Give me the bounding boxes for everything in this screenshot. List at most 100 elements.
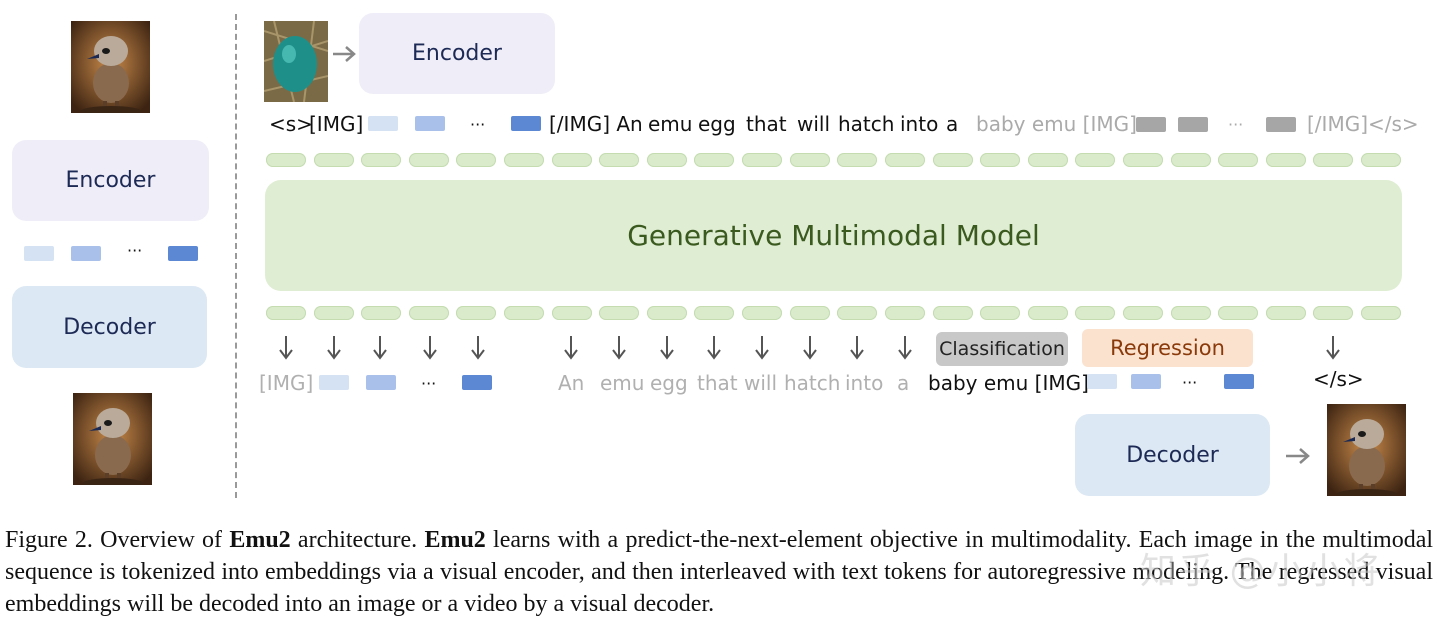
out-img: [IMG] [259,371,314,395]
output-pill-22 [1266,306,1306,320]
output-pill-8 [599,306,639,320]
token-will: will [797,112,831,136]
classification-label: Classification [939,338,1065,360]
input-pill-4 [409,153,449,167]
left-embedding-1 [24,246,54,261]
arrow-down-icon [327,336,341,360]
token-ellipsis: ··· [470,115,486,134]
left-encoder-label: Encoder [65,168,156,193]
arrow-down-icon [423,336,437,360]
caption-mid: architecture. [290,527,425,553]
out-baby-emu-img: baby emu [IMG] [928,371,1089,395]
input-pill-7 [552,153,592,167]
chick-image-bottom [73,393,152,485]
arrow-down-icon [898,336,912,360]
left-ellipsis: ··· [127,241,143,260]
output-pill-12 [790,306,830,320]
token-baby-emu-img: baby emu [IMG] [976,112,1137,136]
out-ellipsis: ··· [421,374,437,393]
bottom-decoder-label: Decoder [1126,442,1219,468]
output-pill-4 [409,306,449,320]
out-embedding-gray-2 [366,375,396,390]
token-emu: emu [648,112,693,136]
input-pill-12 [790,153,830,167]
left-encoder-box: Encoder [12,140,209,221]
token-img-close-an: [/IMG] An [549,112,643,136]
out-ellipsis-2: ··· [1182,373,1198,392]
emu-chick-icon [71,21,150,113]
generative-model-box: Generative Multimodal Model [265,180,1402,291]
input-pill-18 [1075,153,1115,167]
out-a: a [897,371,910,395]
left-decoder-label: Decoder [63,314,156,340]
output-pill-18 [1075,306,1115,320]
arrow-down-icon [660,336,674,360]
output-pill-10 [694,306,734,320]
out-egg: egg [650,371,688,395]
caption-rest: learns with a predict-the-next-element o… [5,527,1434,617]
out-will: will [744,371,778,395]
panel-divider [235,14,237,498]
output-pill-6 [504,306,544,320]
output-pill-16 [980,306,1020,320]
output-pill-21 [1218,306,1258,320]
emu-egg-icon [264,21,328,102]
out-emu: emu [600,371,645,395]
input-pill-21 [1218,153,1258,167]
input-embedding-1 [368,116,398,131]
output-pill-17 [1028,306,1068,320]
left-decoder-box: Decoder [12,286,207,368]
caption-prefix: Figure 2. Overview of [5,527,230,553]
token-img-open: [IMG] [309,112,364,136]
input-pill-22 [1266,153,1306,167]
input-pill-2 [314,153,354,167]
input-pill-5 [456,153,496,167]
input-embedding-gray-2 [1178,117,1208,132]
token-img-close-s: [/IMG]</s> [1307,112,1419,136]
output-pill-14 [885,306,925,320]
input-pill-9 [647,153,687,167]
left-embedding-2 [71,246,101,261]
top-encoder-box: Encoder [359,13,555,94]
input-pill-16 [980,153,1020,167]
arrow-down-icon [564,336,578,360]
output-pill-1 [266,306,306,320]
emu-chick-icon [1327,404,1406,496]
arrow-down-icon [471,336,485,360]
output-pill-24 [1361,306,1401,320]
output-pill-5 [456,306,496,320]
out-embedding-3 [1224,374,1254,389]
out-hatch: hatch [784,371,841,395]
out-embedding-1 [1087,374,1117,389]
input-pill-3 [361,153,401,167]
input-embedding-gray-1 [1136,117,1166,132]
input-pill-14 [885,153,925,167]
output-pill-15 [933,306,973,320]
input-pill-24 [1361,153,1401,167]
token-into: into [900,112,939,136]
arrow-down-icon [850,336,864,360]
output-pill-23 [1313,306,1353,320]
arrow-down-icon [1326,336,1340,360]
input-pill-15 [933,153,973,167]
out-that: that [697,371,738,395]
output-pill-3 [361,306,401,320]
output-pill-9 [647,306,687,320]
caption-bold-emu2-1: Emu2 [229,527,291,553]
generative-model-label: Generative Multimodal Model [627,219,1040,252]
regression-box: Regression [1082,329,1253,367]
arrow-down-icon [755,336,769,360]
output-pill-13 [837,306,877,320]
input-pill-23 [1313,153,1353,167]
out-an: An [558,371,585,395]
arrow-right-icon [1286,448,1310,464]
output-pill-11 [742,306,782,320]
output-pill-20 [1171,306,1211,320]
input-pill-13 [837,153,877,167]
arrow-down-icon [707,336,721,360]
output-pill-19 [1123,306,1163,320]
input-pill-10 [694,153,734,167]
out-into: into [845,371,884,395]
out-end: </s> [1313,367,1364,391]
token-egg: egg [698,112,736,136]
